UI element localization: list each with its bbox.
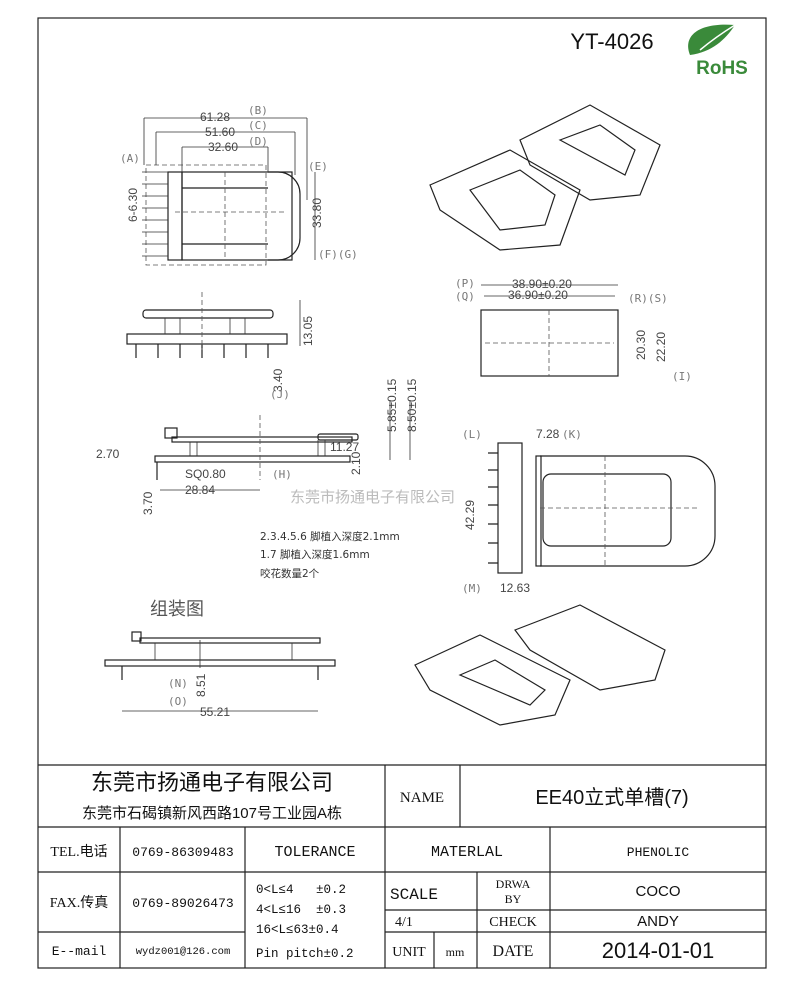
dimension-label: 7.28 <box>536 427 560 441</box>
dimension-label: 28.84 <box>185 483 215 497</box>
tel-label: TEL.电话 <box>50 844 107 860</box>
dimension-label: (Q) <box>455 290 475 303</box>
frame-view: 38.90±0.20 36.90±0.20 (P) (Q) (R)(S) (I)… <box>455 277 692 383</box>
dimension-label: 42.29 <box>463 500 477 530</box>
dimension-label: 咬花数量2个 <box>260 567 320 580</box>
scale-label: SCALE <box>390 886 438 904</box>
company-address: 东莞市石碣镇新风西路107号工业园A栋 <box>82 804 342 822</box>
part-name: EE40立式单槽(7) <box>535 786 688 809</box>
title-block-grid <box>38 764 766 968</box>
part-number: YT-4026 <box>570 29 653 54</box>
dimension-label: (R)(S) <box>628 292 668 305</box>
rohs-logo: RoHS <box>688 24 748 79</box>
material-label: MATERLAL <box>431 844 503 861</box>
dimension-label: (M) <box>462 582 482 595</box>
email-label: E--mail <box>52 944 107 959</box>
dimension-label: 38.90±0.20 <box>512 277 572 291</box>
sheet-border <box>37 17 767 969</box>
check-value: ANDY <box>637 913 679 930</box>
top-view: 61.28 51.60 32.60 (B) (C) (D) (A) (E) (F… <box>120 104 358 266</box>
unit-value: mm <box>446 945 465 959</box>
dimension-label: 51.60 <box>205 125 235 139</box>
dimension-label: 4<L≤16 ±0.3 <box>256 903 346 917</box>
dimension-label: 32.60 <box>208 140 238 154</box>
tolerance-list: 0<L≤4 ±0.2 4<L≤16 ±0.3 16<L≤63±0.4 Pin p… <box>256 883 354 961</box>
dimension-label: RoHS <box>696 58 748 79</box>
dimension-label: (L) <box>462 428 482 441</box>
dimension-label: 13.05 <box>301 316 315 346</box>
dimension-label: (D) <box>248 135 268 148</box>
material-value: PHENOLIC <box>627 845 690 860</box>
bottom-view: 7.28 (K) (L) 42.29 (M) 12.63 <box>462 427 716 595</box>
dimension-label: 8.50±0.15 <box>405 378 419 432</box>
fax-value: 0769-89026473 <box>132 896 233 911</box>
assembly-view: 组装图 55.21 8.51 (N) (O) <box>104 599 336 719</box>
tel-value: 0769-86309483 <box>132 845 233 860</box>
drawn-label-1: DRWA <box>496 877 531 891</box>
dimension-label: 1.7 脚植入深度1.6mm <box>260 548 370 561</box>
dimension-label: 12.63 <box>500 581 530 595</box>
dimension-label: 6-6.30 <box>126 188 140 222</box>
date-value: 2014-01-01 <box>602 938 715 963</box>
scale-value: 4/1 <box>395 915 413 930</box>
dimension-label: 55.21 <box>200 705 230 719</box>
fax-label: FAX.传真 <box>50 895 108 911</box>
dimension-label: 8.51 <box>194 673 208 697</box>
dimension-label: 3.70 <box>141 491 155 515</box>
isometric-views <box>414 104 666 726</box>
dimension-label: 2.10 <box>349 451 363 475</box>
dimension-label: (B) <box>248 104 268 117</box>
notes: 2.3.4.5.6 脚植入深度2.1mm 1.7 脚植入深度1.6mm 咬花数量… <box>260 530 400 580</box>
check-label: CHECK <box>489 915 536 930</box>
dimension-label: 20.30 <box>634 330 648 360</box>
dimension-label: (A) <box>120 152 140 165</box>
email-value: wydz001@126.com <box>136 946 231 958</box>
date-label: DATE <box>493 943 534 960</box>
dimension-label: (K) <box>562 428 582 441</box>
dimension-label: (P) <box>455 277 475 290</box>
watermark: 东莞市扬通电子有限公司 <box>290 488 455 506</box>
dimension-label: 0<L≤4 ±0.2 <box>256 883 346 897</box>
dimension-label: 2.70 <box>96 447 120 461</box>
dimension-label: Pin pitch±0.2 <box>256 947 354 961</box>
dimension-label: (C) <box>248 119 268 132</box>
dimension-label: 5.85±0.15 <box>385 378 399 432</box>
tolerance-label: TOLERANCE <box>274 844 355 861</box>
dimension-label: 36.90±0.20 <box>508 288 568 302</box>
dimension-label: 11.27 <box>330 440 359 454</box>
dimension-label: (N) <box>168 677 188 690</box>
dimension-label: 16<L≤63±0.4 <box>256 923 339 937</box>
company-name: 东莞市扬通电子有限公司 <box>91 770 333 795</box>
dimension-label: 22.20 <box>654 332 668 362</box>
drawn-by-value: COCO <box>636 883 681 900</box>
dimension-label: (H) <box>272 468 292 481</box>
dimension-label: 组装图 <box>150 599 204 620</box>
drawn-label-2: BY <box>505 892 522 906</box>
section-view: 2.70 3.70 SQ0.80 (H) 28.84 11.27 2.10 5.… <box>96 378 419 515</box>
dimension-label: (O) <box>168 695 188 708</box>
dimension-label: (F)(G) <box>318 248 358 261</box>
dimension-label: 2.3.4.5.6 脚植入深度2.1mm <box>260 530 400 543</box>
side-view: 13.05 3.40 (J) <box>126 292 315 401</box>
dimension-label: 61.28 <box>200 110 230 124</box>
dimension-label: (E) <box>308 160 328 173</box>
dimension-label: 33.80 <box>310 198 324 228</box>
unit-label: UNIT <box>392 945 426 960</box>
dimension-label: 3.40 <box>271 368 285 392</box>
name-label: NAME <box>400 790 444 806</box>
dimension-label: SQ0.80 <box>185 467 226 481</box>
dimension-label: (I) <box>672 370 692 383</box>
dimension-label: (J) <box>270 388 290 401</box>
